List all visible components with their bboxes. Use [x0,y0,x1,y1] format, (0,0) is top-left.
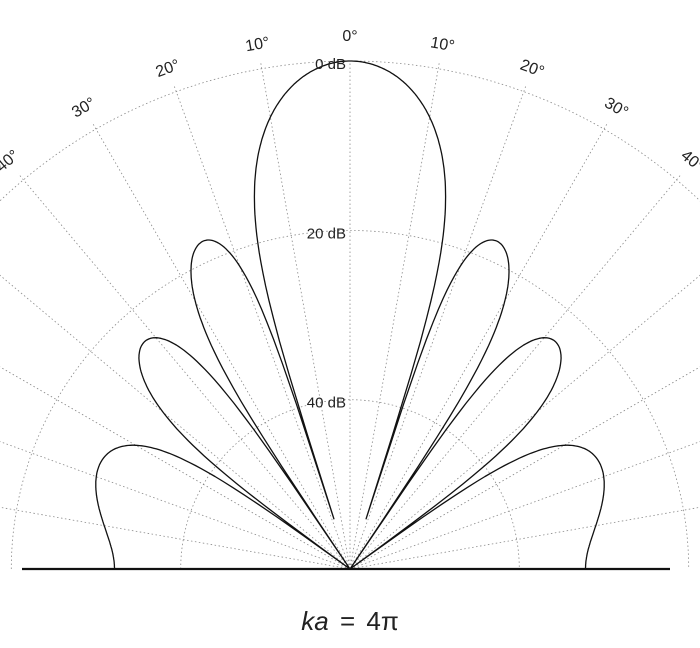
grid-spoke [349,121,609,570]
angle-tick-label: 20° [518,57,547,81]
grid-spoke [349,173,683,570]
grid-spoke [349,60,440,570]
angle-tick-label: 10° [429,34,456,55]
grid-spoke [349,83,527,570]
db-level-label: 20 dB [307,225,346,242]
angle-tick-label: 0° [342,28,357,45]
curve-layer [95,60,605,570]
db-level-label: 40 dB [307,395,346,412]
grid-spoke [349,441,700,570]
caption-value: 4π [366,606,398,636]
grid-spoke [173,83,351,570]
grid-spoke [91,121,351,570]
angle-tick-label: 20° [154,57,183,81]
angle-tick-label: 40° [0,147,23,176]
grid-spoke [260,60,351,570]
angle-tick-label: 10° [244,34,271,55]
grid-spoke [17,173,351,570]
angle-tick-label: 30° [601,95,630,122]
directivity-curve [95,60,605,570]
angle-tick-label: 30° [69,95,98,122]
caption-equals: = [340,606,355,636]
grid-level-arc [10,229,690,570]
grid-spoke [0,441,351,570]
chart-caption: ka = 4π [301,606,399,636]
caption-variable: ka [301,606,328,636]
db-level-label: 0 dB [315,56,346,73]
angle-tick-label: 40° [677,147,700,176]
polar-grid [0,60,700,570]
